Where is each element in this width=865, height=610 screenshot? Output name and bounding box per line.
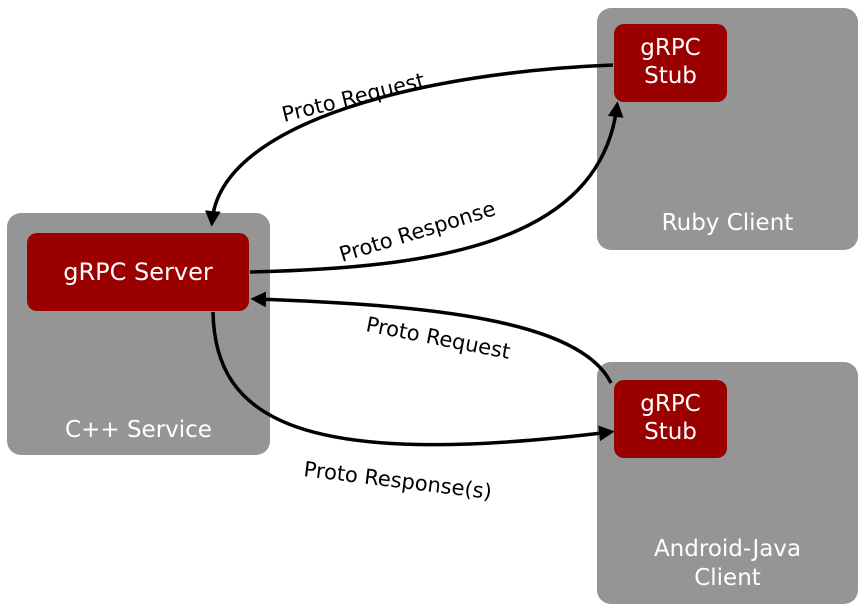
android-response-arrow	[211, 311, 615, 447]
android-stub-label-line1: gRPC	[640, 391, 701, 418]
ruby-request-edge-label: Proto Request	[279, 68, 427, 127]
android-label-line1: Android-Java	[653, 536, 802, 562]
grpc-server-node: gRPC Server	[27, 233, 249, 311]
ruby-request-arrow	[205, 63, 614, 227]
ruby-response-edge-label: Proto Response	[336, 196, 498, 266]
android-grpc-stub-node: gRPC Stub	[614, 380, 727, 458]
android-java-client-label: Android-Java Client	[597, 535, 858, 593]
ruby-client-label: Ruby Client	[661, 210, 794, 236]
ruby-response-arrow	[249, 101, 624, 274]
ruby-stub-label-line1: gRPC	[640, 35, 701, 62]
grpc-server-label: gRPC Server	[63, 257, 213, 286]
android-label-line2: Client	[694, 564, 761, 591]
ruby-stub-label-line2: Stub	[644, 63, 697, 89]
android-stub-label-line2: Stub	[644, 419, 697, 445]
cpp-service-label: C++ Service	[65, 417, 212, 443]
ruby-grpc-stub-node: gRPC Stub	[614, 24, 727, 102]
android-response-edge-label: Proto Response(s)	[302, 457, 493, 504]
android-request-arrow	[250, 291, 613, 384]
